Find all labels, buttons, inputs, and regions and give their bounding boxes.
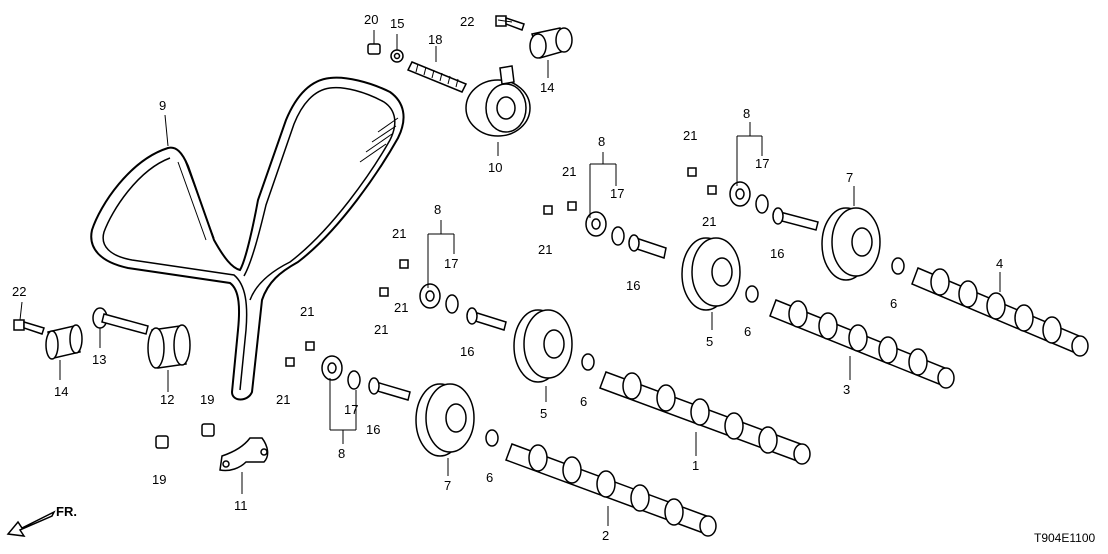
callout-19-a: 19 (200, 392, 214, 407)
callout-20: 20 (364, 12, 378, 27)
bolt-21 (285, 167, 717, 367)
callout-21-e: 21 (392, 226, 406, 241)
callout-8-b: 8 (598, 134, 605, 149)
diagram-code: T904E1100 (1034, 531, 1095, 545)
cam-pulley-5-lower (513, 309, 573, 383)
callout-8-d: 8 (434, 202, 441, 217)
callout-labels: 20 15 18 22 14 9 10 8 17 21 21 21 8 17 2… (12, 12, 1003, 543)
callout-10: 10 (488, 160, 502, 175)
front-arrow: FR. (6, 504, 77, 537)
camshaft-1 (599, 371, 811, 465)
timing-belt (90, 76, 405, 401)
belt-guide-bracket (219, 437, 269, 472)
front-indicator-label: FR. (56, 504, 77, 519)
callout-21-i: 21 (394, 300, 408, 315)
cam-pulley-5-upper (681, 237, 741, 311)
callout-8-a: 8 (743, 106, 750, 121)
callout-16-a: 16 (770, 246, 784, 261)
callout-17-c: 17 (344, 402, 358, 417)
callout-6-c: 6 (580, 394, 587, 409)
nut-19 (155, 423, 215, 449)
cam-pulley-7-lower (415, 383, 475, 457)
callout-14-top: 14 (540, 80, 554, 95)
callout-13: 13 (92, 352, 106, 367)
callout-22-top: 22 (460, 14, 474, 29)
lower-idler-pulley (147, 324, 191, 369)
callout-6-a: 6 (890, 296, 897, 311)
callout-4: 4 (996, 256, 1003, 271)
callout-5-upper: 5 (706, 334, 713, 349)
callout-2: 2 (602, 528, 609, 543)
vtc-housing-8 (321, 181, 751, 381)
callout-1: 1 (692, 458, 699, 473)
idler-bolt-13 (92, 307, 149, 335)
upper-idler-pulley (529, 27, 573, 59)
callout-21-h: 21 (276, 392, 290, 407)
washer-6 (485, 257, 905, 447)
idler-pulley-14 (45, 324, 83, 360)
leader-lines (19, 19, 1001, 526)
callout-12: 12 (160, 392, 174, 407)
callout-18: 18 (428, 32, 442, 47)
callout-21-c: 21 (562, 164, 576, 179)
tensioner-stud (406, 61, 468, 93)
cam-pulley-7-upper (821, 207, 881, 281)
callout-6-d: 6 (486, 470, 493, 485)
callout-21-d: 21 (538, 242, 552, 257)
callout-7-lower: 7 (444, 478, 451, 493)
callout-19-b: 19 (152, 472, 166, 487)
camshaft-3 (769, 299, 955, 389)
callout-16-b: 16 (626, 278, 640, 293)
upper-idler-bolt (495, 15, 525, 31)
callout-22-left: 22 (12, 284, 26, 299)
callout-15: 15 (390, 16, 404, 31)
callout-14-left: 14 (54, 384, 68, 399)
callout-21-g: 21 (300, 304, 314, 319)
callout-21-a: 21 (683, 128, 697, 143)
callout-17-b: 17 (610, 186, 624, 201)
callout-21-b: 21 (702, 214, 716, 229)
callout-17-d: 17 (444, 256, 458, 271)
tensioner-nut (367, 43, 404, 63)
callout-17-a: 17 (755, 156, 769, 171)
belt-tensioner (465, 65, 531, 137)
callout-16-c: 16 (460, 344, 474, 359)
callout-5-lower: 5 (540, 406, 547, 421)
callout-9: 9 (159, 98, 166, 113)
callout-11: 11 (234, 498, 248, 513)
callout-21-f: 21 (374, 322, 388, 337)
callout-8-c: 8 (338, 446, 345, 461)
callout-6-b: 6 (744, 324, 751, 339)
idler-bolt-22 (13, 319, 45, 335)
o-ring-17 (347, 194, 769, 390)
bolt-16 (368, 207, 819, 401)
callout-3: 3 (843, 382, 850, 397)
camshaft-4 (911, 267, 1089, 357)
callout-16-d: 16 (366, 422, 380, 437)
callout-7-upper: 7 (846, 170, 853, 185)
camshaft-2 (505, 443, 717, 537)
